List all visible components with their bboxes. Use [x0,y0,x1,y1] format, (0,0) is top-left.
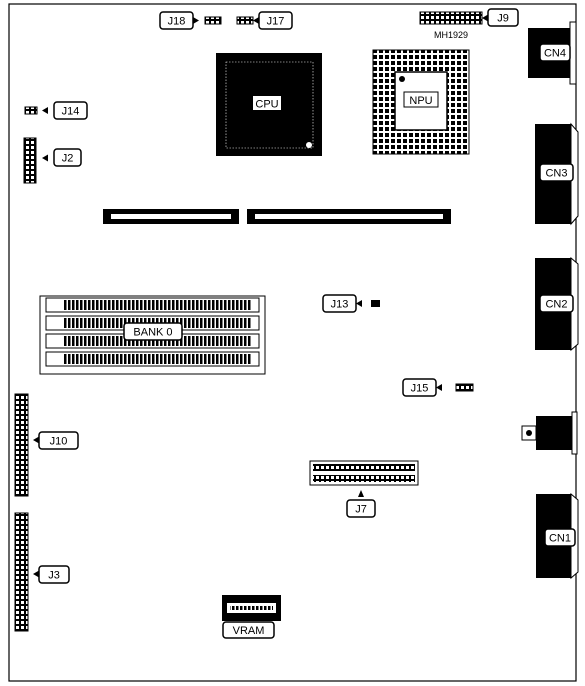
slot-short [103,209,239,224]
j2-header[interactable]: J2 [23,137,82,184]
cpu-chip: CPU [216,53,322,156]
j3-label: J3 [48,570,60,582]
j3-header[interactable]: J3 [14,512,70,632]
j15-jumper[interactable]: J15 [402,378,474,397]
cn4-connector[interactable]: CN4 [528,21,577,85]
part-number-label: MH1929 [434,30,468,40]
j14-jumper[interactable]: J14 [24,101,88,120]
cn4-label: CN4 [544,48,566,60]
cn2-connector[interactable]: CN2 [535,256,579,352]
cn1-label: CN1 [549,533,571,545]
simm-bank-0: BANK 0 [39,295,266,375]
j9-label: J9 [497,13,509,25]
j17-jumper[interactable]: J17 [236,11,293,30]
j18-label: J18 [168,16,186,28]
j17-label: J17 [267,16,285,28]
j10-header[interactable]: J10 [14,393,79,497]
round-connector[interactable] [521,411,578,455]
j15-label: J15 [411,383,429,395]
j7-label: J7 [355,504,367,516]
npu-label: NPU [409,95,432,107]
j18-jumper[interactable]: J18 [159,11,222,30]
bank0-label: BANK 0 [133,327,172,339]
j9-header[interactable]: J9 [419,8,519,27]
j7-header[interactable]: J7 [309,460,419,518]
j13-jumper[interactable]: J13 [322,294,380,313]
j10-label: J10 [50,436,68,448]
slot-long [247,209,451,224]
cn2-label: CN2 [545,299,567,311]
cpu-label: CPU [255,99,278,111]
cn1-connector[interactable]: CN1 [536,492,579,580]
j14-label: J14 [62,106,80,118]
j2-label: J2 [62,153,74,165]
vram-label: VRAM [233,625,265,637]
vram-socket: VRAM [222,595,281,639]
j13-label: J13 [331,299,349,311]
cn3-label: CN3 [545,168,567,180]
npu-chip: NPU [372,49,470,155]
cn3-connector[interactable]: CN3 [535,122,579,226]
